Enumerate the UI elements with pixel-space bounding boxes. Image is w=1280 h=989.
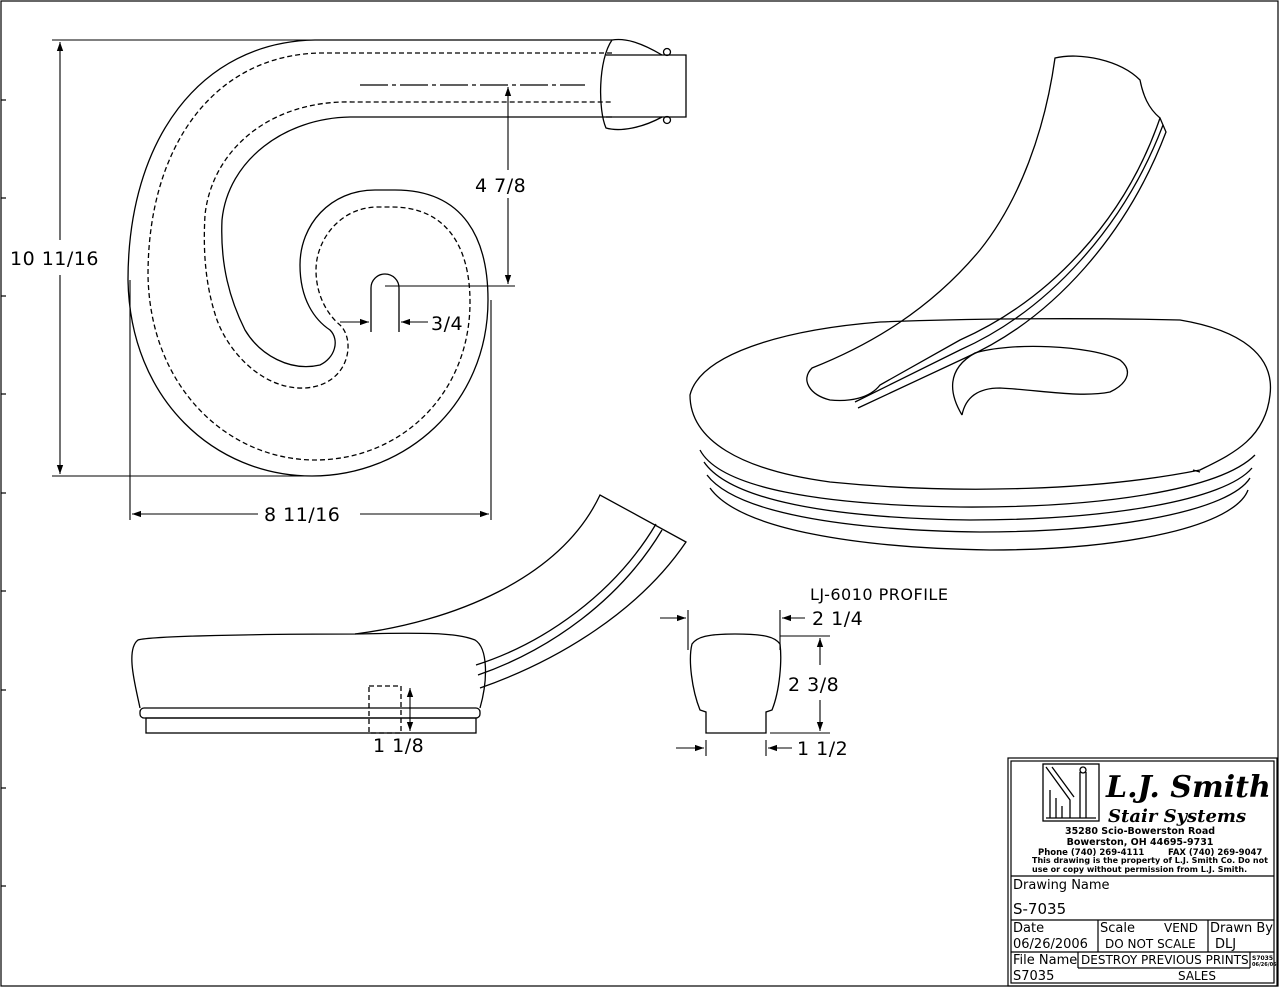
date-label: Date <box>1013 921 1044 936</box>
drawn-by-value: DLJ <box>1215 937 1236 952</box>
file-name-label: File Name <box>1013 953 1077 968</box>
company-phone: Phone (740) 269-4111 <box>1038 848 1144 858</box>
company-name: L.J. Smith <box>1105 770 1271 805</box>
plan-center-hole <box>370 273 400 332</box>
profile-height-dimension: 2 3/8 <box>788 674 839 696</box>
profile-top-width-dimension: 2 1/4 <box>812 608 863 630</box>
profile-section <box>689 633 782 734</box>
drawing-name-label: Drawing Name <box>1013 878 1110 893</box>
scale-label: Scale <box>1100 921 1135 936</box>
company-address-2: Bowerston, OH 44695-9731 <box>1067 837 1214 848</box>
profile-dimensions <box>660 610 830 756</box>
drawn-by-label: Drawn By <box>1210 921 1273 936</box>
scale-value: DO NOT SCALE <box>1105 937 1196 951</box>
ownership-notice-1: This drawing is the property of L.J. Smi… <box>1032 856 1268 865</box>
stair-logo-icon <box>1042 763 1100 822</box>
mini-date: 06/26/06 <box>1252 962 1277 968</box>
plan-height-dimension: 10 11/16 <box>10 248 99 270</box>
side-elevation <box>131 494 687 734</box>
date-value: 06/26/2006 <box>1013 937 1088 952</box>
title-block <box>1007 757 1278 987</box>
perspective-view <box>689 55 1272 551</box>
plan-view <box>127 38 687 477</box>
plan-width-dimension: 8 11/16 <box>264 504 340 526</box>
plan-outer-outline <box>127 39 612 477</box>
file-name-value: S7035 <box>1013 969 1054 984</box>
drawing-name-value: S-7035 <box>1013 900 1066 918</box>
profile-base-width-dimension: 1 1/2 <box>797 738 848 760</box>
profile-title: LJ-6010 PROFILE <box>810 585 948 604</box>
company-fax: FAX (740) 269-9047 <box>1168 848 1262 858</box>
plan-rise-dimension: 4 7/8 <box>475 175 526 197</box>
company-subtitle: Stair Systems <box>1108 806 1246 827</box>
plan-dashed-outline <box>147 52 612 461</box>
ownership-notice-2: use or copy without permission from L.J.… <box>1032 865 1247 874</box>
side-dowel-dimension: 1 1/8 <box>373 735 424 757</box>
destroy-prints-note: DESTROY PREVIOUS PRINTS <box>1081 953 1249 967</box>
company-address-1: 35280 Scio-Bowerston Road <box>1065 826 1215 837</box>
mini-code: S7035 <box>1252 955 1273 962</box>
plan-end-cap <box>599 38 687 131</box>
sales-label: SALES <box>1178 969 1216 983</box>
plan-hole-dimension: 3/4 <box>431 313 463 335</box>
vend-label: VEND <box>1164 921 1198 935</box>
plan-dimensions <box>52 39 612 520</box>
